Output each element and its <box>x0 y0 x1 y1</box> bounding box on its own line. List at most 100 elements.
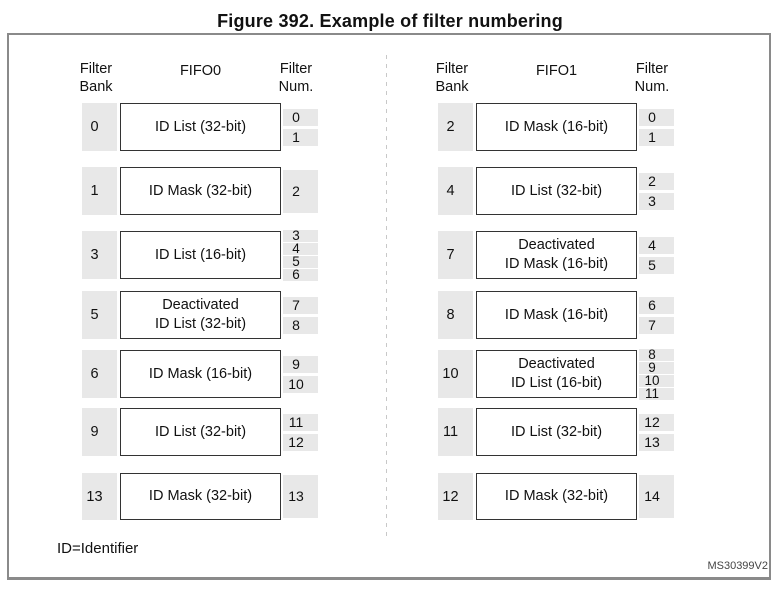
filter-num-header-line1: Filter <box>635 61 669 77</box>
fifo1-column: Filter Bank FIFO1 Filter Num. 2 ID Mask … <box>435 0 674 592</box>
filter-type-box: ID Mask (16-bit) <box>476 103 637 151</box>
filter-type-box: ID Mask (32-bit) <box>476 473 637 520</box>
bank-number-box: 7 <box>438 231 473 279</box>
filter-type-line: ID Mask (32-bit) <box>504 488 609 504</box>
filter-num-stack: 13 <box>283 473 318 520</box>
filter-bank-row: 4 ID List (32-bit) 2 3 <box>438 167 674 215</box>
filter-num-stack: 7 8 <box>283 291 318 339</box>
filter-number-box: 7 <box>283 296 318 314</box>
filter-number-box: 8 <box>639 347 674 361</box>
filter-type-box: ID Mask (16-bit) <box>120 350 281 398</box>
filter-num-header-line2: Num. <box>278 79 314 95</box>
filter-number-box: 2 <box>639 172 674 190</box>
bank-number-box: 12 <box>438 473 473 520</box>
bank-number-box: 13 <box>82 473 117 520</box>
filter-number-box: 6 <box>283 267 318 281</box>
filter-number-box: 4 <box>639 236 674 254</box>
filter-type-box: Deactivated ID List (16-bit) <box>476 350 637 398</box>
filter-number-box: 1 <box>639 128 674 146</box>
filter-type-box: ID List (32-bit) <box>476 408 637 456</box>
filter-num-header: Filter Num. <box>624 60 680 96</box>
column-divider-dashed-line <box>386 55 387 540</box>
bank-number-box: 5 <box>82 291 117 339</box>
filter-bank-row: 9 ID List (32-bit) 11 12 <box>82 408 318 456</box>
filter-number-box: 3 <box>283 228 318 242</box>
filter-bank-row: 3 ID List (16-bit) 3 4 5 6 <box>82 228 318 281</box>
filter-num-stack: 6 7 <box>639 291 674 339</box>
filter-number-box: 7 <box>639 316 674 334</box>
filter-bank-header-line2: Bank <box>79 79 113 95</box>
filter-num-stack: 0 1 <box>283 103 318 151</box>
bank-number-box: 11 <box>438 408 473 456</box>
filter-num-stack: 4 5 <box>639 231 674 279</box>
fifo1-label: FIFO1 <box>535 63 578 79</box>
filter-num-stack: 9 10 <box>283 350 318 398</box>
filter-type-line: ID Mask (16-bit) <box>504 306 609 323</box>
bank-number-box: 8 <box>438 291 473 339</box>
filter-bank-row: 6 ID Mask (16-bit) 9 10 <box>82 350 318 398</box>
filter-number-box: 3 <box>639 192 674 210</box>
filter-type-box: ID List (32-bit) <box>120 103 281 151</box>
filter-type-line: ID List (16-bit) <box>510 375 603 391</box>
filter-number-box: 11 <box>283 413 318 431</box>
filter-type-line: ID Mask (32-bit) <box>148 182 253 199</box>
filter-number-box: 5 <box>283 254 318 268</box>
filter-num-stack: 11 12 <box>283 408 318 456</box>
filter-num-stack: 12 13 <box>639 408 674 456</box>
filter-bank-row: 10 Deactivated ID List (16-bit) 8 9 10 11 <box>438 347 674 400</box>
filter-number-box: 4 <box>283 241 318 255</box>
filter-number-box: 1 <box>283 128 318 146</box>
filter-bank-row: 13 ID Mask (32-bit) 13 <box>82 473 318 520</box>
filter-bank-row: 5 Deactivated ID List (32-bit) 7 8 <box>82 291 318 339</box>
filter-num-stack: 0 1 <box>639 103 674 151</box>
filter-num-stack: 2 <box>283 167 318 215</box>
filter-type-box: ID List (32-bit) <box>120 408 281 456</box>
bank-number-box: 4 <box>438 167 473 215</box>
filter-type-line: ID Mask (16-bit) <box>148 365 253 382</box>
bank-number-box: 10 <box>438 350 473 398</box>
filter-type-line: ID List (32-bit) <box>154 423 247 440</box>
filter-num-stack: 8 9 10 11 <box>639 347 674 400</box>
filter-bank-row: 12 ID Mask (32-bit) 14 <box>438 473 674 520</box>
filter-type-line: ID List (16-bit) <box>154 246 247 263</box>
filter-number-box: 10 <box>639 373 674 387</box>
filter-number-box: 9 <box>283 355 318 373</box>
filter-type-line: ID List (32-bit) <box>510 182 603 199</box>
filter-num-header-line1: Filter <box>279 61 313 77</box>
filter-num-stack: 14 <box>639 473 674 520</box>
filter-number-box: 11 <box>639 386 674 400</box>
filter-number-box: 5 <box>639 256 674 274</box>
filter-type-box: ID Mask (32-bit) <box>120 167 281 215</box>
filter-type-line: ID List (32-bit) <box>154 316 247 332</box>
bank-number-box: 9 <box>82 408 117 456</box>
filter-bank-header: Filter Bank <box>424 60 480 96</box>
bank-number-box: 6 <box>82 350 117 398</box>
figure-title: Figure 392. Example of filter numbering <box>217 11 563 31</box>
filter-bank-row: 0 ID List (32-bit) 0 1 <box>82 103 318 151</box>
filter-type-line: ID List (32-bit) <box>154 118 247 135</box>
filter-bank-header-line2: Bank <box>435 79 469 95</box>
filter-type-line: ID List (32-bit) <box>510 423 603 440</box>
filter-type-line: ID Mask (16-bit) <box>504 118 609 135</box>
filter-number-box: 13 <box>283 475 318 518</box>
filter-type-box: Deactivated ID List (32-bit) <box>120 291 281 339</box>
filter-bank-header: Filter Bank <box>68 60 124 96</box>
filter-num-header: Filter Num. <box>268 60 324 96</box>
filter-number-box: 10 <box>283 375 318 393</box>
filter-number-box: 8 <box>283 316 318 334</box>
filter-type-line: ID Mask (16-bit) <box>504 256 609 272</box>
filter-type-line: Deactivated <box>518 356 595 372</box>
filter-type-box: ID List (32-bit) <box>476 167 637 215</box>
filter-number-box: 0 <box>283 108 318 126</box>
filter-bank-row: 11 ID List (32-bit) 12 13 <box>438 408 674 456</box>
filter-number-box: 0 <box>639 108 674 126</box>
filter-type-line: Deactivated <box>162 297 239 313</box>
filter-number-box: 2 <box>283 169 318 213</box>
filter-bank-header-line1: Filter <box>79 61 113 77</box>
bank-number-box: 1 <box>82 167 117 215</box>
filter-number-box: 9 <box>639 360 674 374</box>
fifo0-column: Filter Bank FIFO0 Filter Num. 0 ID List … <box>79 0 318 592</box>
filter-number-box: 13 <box>639 433 674 451</box>
